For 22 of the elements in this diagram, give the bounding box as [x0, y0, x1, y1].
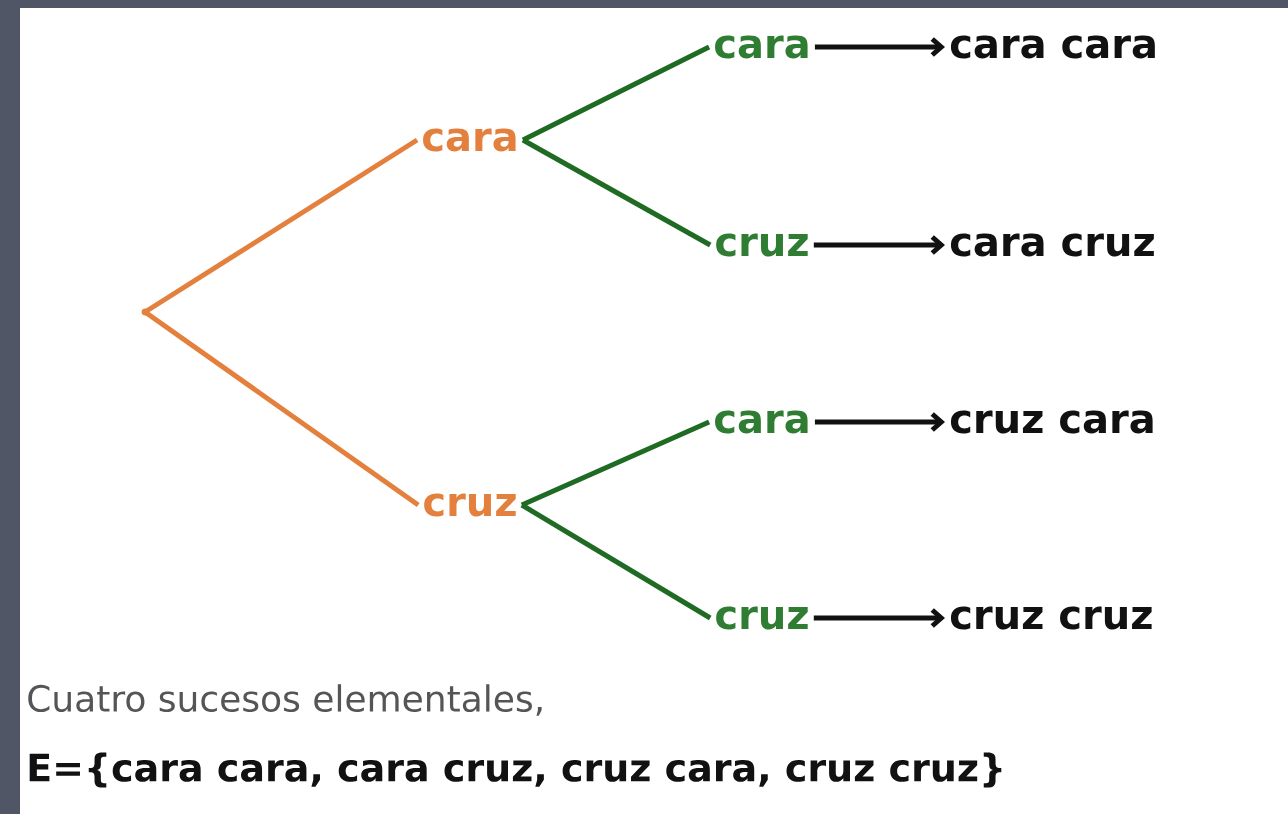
caption-text: Cuatro sucesos elementales, — [28, 684, 542, 716]
branch-line — [520, 419, 711, 508]
outcome-label: cruz cruz — [950, 606, 1152, 630]
arrow — [814, 412, 945, 432]
branch-label: cara — [423, 128, 516, 152]
branch-label: cruz — [716, 233, 808, 257]
outcome-label: cruz cara — [950, 410, 1153, 434]
branch-label: cara — [715, 35, 808, 59]
formula-text: E={cara cara, cara cruz, cruz cara, cruz cruz} — [29, 752, 1002, 788]
branch-label: cruz — [716, 606, 808, 630]
branch-line — [143, 309, 420, 508]
arrow — [814, 37, 945, 57]
branch-line — [520, 502, 712, 621]
arrow — [813, 235, 945, 255]
branch-label: cara — [715, 410, 808, 434]
outcome-label: cara cara — [950, 35, 1155, 59]
branch-label: cruz — [424, 493, 516, 517]
branch-line — [143, 137, 419, 315]
arrow — [813, 608, 945, 628]
outcome-label: cara cruz — [950, 233, 1154, 257]
branch-line — [521, 137, 712, 248]
branch-line — [521, 44, 711, 143]
